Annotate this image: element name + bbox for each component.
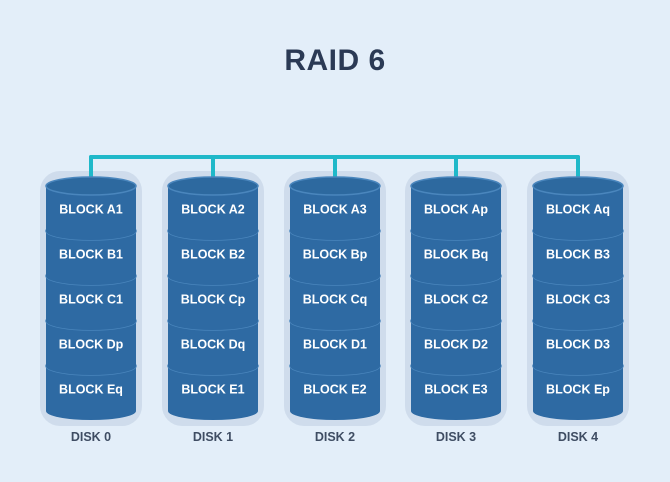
block-label: BLOCK C3 (546, 293, 610, 307)
disk-stack-3: BLOCK E3 BLOCK D2 BLOCK C2 BLOCK Bq BLOCK Ap… (405, 155, 507, 444)
block-label: BLOCK Eq (59, 383, 123, 397)
block-label: BLOCK Dp (59, 338, 124, 352)
disk-stack-0: BLOCK Eq BLOCK Dp BLOCK C1 BLOCK B1 BLOCK A1… (40, 155, 142, 444)
block-label: BLOCK E3 (424, 383, 487, 397)
block-top (167, 176, 259, 196)
block-label: BLOCK A2 (181, 203, 244, 217)
block-top (45, 176, 137, 196)
block-label: BLOCK C1 (59, 293, 123, 307)
diagram-title: RAID 6 (284, 44, 386, 77)
block-label: BLOCK A3 (303, 203, 366, 217)
disk-stack-1: BLOCK E1 BLOCK Dq BLOCK Cp BLOCK B2 BLOCK A2… (162, 155, 264, 444)
block-cell: BLOCK A3 (289, 176, 381, 240)
disk-label: DISK 4 (558, 430, 598, 444)
block-cell: BLOCK Cp (167, 266, 259, 330)
block-label: BLOCK Ap (424, 203, 488, 217)
block-label: BLOCK B3 (546, 248, 610, 262)
block-cell: BLOCK Aq (532, 176, 624, 240)
block-label: BLOCK D1 (303, 338, 367, 352)
disk-label: DISK 0 (71, 430, 111, 444)
block-label: BLOCK Bp (303, 248, 368, 262)
block-label: BLOCK Cq (303, 293, 368, 307)
disk-label: DISK 3 (436, 430, 476, 444)
disk-stack-4: BLOCK Ep BLOCK D3 BLOCK C3 BLOCK B3 BLOCK Aq… (527, 155, 629, 444)
block-cell: BLOCK Ap (410, 176, 502, 240)
block-label: BLOCK D3 (546, 338, 610, 352)
block-label: BLOCK Cp (181, 293, 246, 307)
block-label: BLOCK D2 (424, 338, 488, 352)
block-label: BLOCK Aq (546, 203, 610, 217)
block-label: BLOCK Dq (181, 338, 246, 352)
block-label: BLOCK Bq (424, 248, 489, 262)
disk-label: DISK 1 (193, 430, 233, 444)
block-cell: BLOCK A2 (167, 176, 259, 240)
block-cell: BLOCK A1 (45, 176, 137, 240)
block-top (532, 176, 624, 196)
block-label: BLOCK C2 (424, 293, 488, 307)
block-top (410, 176, 502, 196)
block-label: BLOCK B2 (181, 248, 245, 262)
block-label: BLOCK A1 (59, 203, 122, 217)
block-label: BLOCK Ep (546, 383, 610, 397)
disk-label: DISK 2 (315, 430, 355, 444)
block-top (289, 176, 381, 196)
block-label: BLOCK E1 (181, 383, 244, 397)
block-label: BLOCK E2 (303, 383, 366, 397)
block-label: BLOCK B1 (59, 248, 123, 262)
disk-stack-2: BLOCK E2 BLOCK D1 BLOCK Cq BLOCK Bp BLOCK A3… (284, 155, 386, 444)
